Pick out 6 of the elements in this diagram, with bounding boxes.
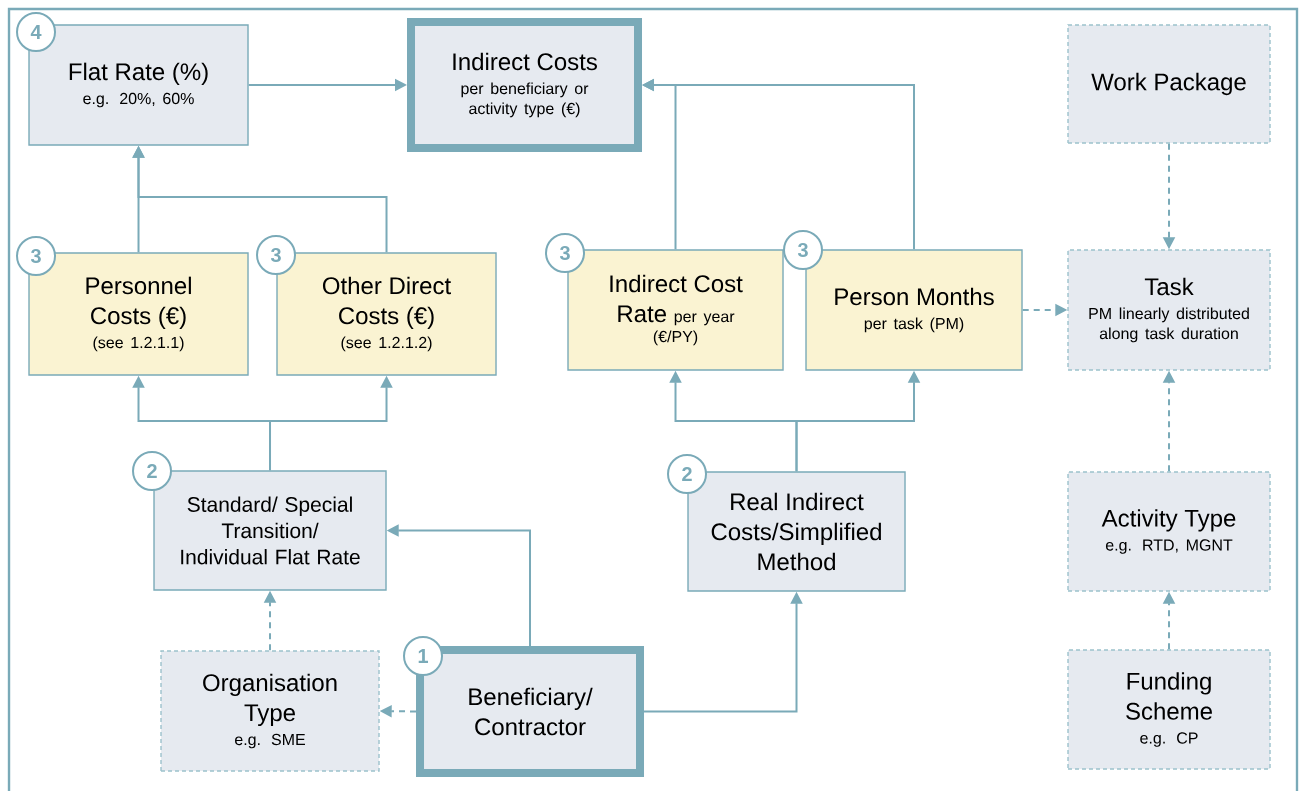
dashed-box: Funding Scheme e.g. CP: [1067, 649, 1271, 770]
dashed-box: Work Package: [1067, 24, 1271, 144]
dashed-box: Activity Type e.g. RTD, MGNT: [1067, 471, 1271, 592]
highlighted-box: Indirect Costs per beneficiary or activity type (€): [407, 18, 642, 152]
dashed-box: Organisation Type e.g. SME: [160, 650, 380, 772]
dashed-box: Task PM linearly distributed along task duration: [1067, 249, 1271, 371]
